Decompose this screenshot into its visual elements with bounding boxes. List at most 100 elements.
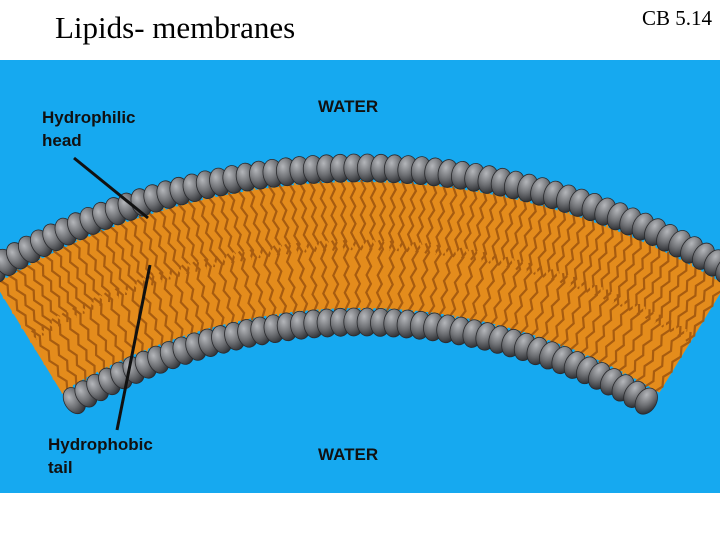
lipid-tail — [387, 180, 397, 252]
lipid-tail — [237, 190, 255, 260]
lipid-tail — [382, 180, 392, 251]
lipid-tail — [514, 264, 538, 333]
lipid-tail — [98, 294, 130, 360]
lipid-tail — [396, 180, 408, 252]
lipid-tail — [114, 287, 144, 354]
lipid-tail — [222, 192, 241, 263]
lipid-tail — [401, 241, 414, 313]
lipid-tail — [681, 278, 719, 340]
lipid-tail — [593, 296, 625, 362]
lipid-tail — [344, 179, 353, 251]
lipid-tail — [56, 315, 92, 379]
lipid-tail — [0, 279, 37, 341]
lipid-tail — [559, 216, 586, 284]
lipid-tail — [653, 260, 688, 324]
lipid-tail — [0, 284, 33, 343]
lipid-tail — [272, 245, 288, 316]
lipid-tail — [456, 188, 473, 259]
lipid-tail — [386, 240, 396, 312]
lipid-tail — [342, 239, 351, 311]
lipid-tail — [474, 191, 493, 262]
lipid-tail — [506, 199, 528, 269]
lipid-tail — [415, 182, 428, 254]
lipid-tail — [313, 241, 325, 312]
water-label-top: WATER — [318, 97, 378, 116]
lipid-tail — [635, 320, 672, 383]
lipid-tail — [465, 189, 483, 260]
lipid-tail — [370, 239, 379, 311]
lipid-tail — [509, 262, 533, 332]
lipid-tail — [175, 266, 199, 335]
lipid-tail — [82, 302, 115, 367]
lipid-tail — [261, 246, 277, 318]
lipid-tail — [329, 180, 339, 252]
lipid-tail — [412, 242, 425, 314]
lipid-tail — [203, 258, 225, 328]
lipid-tail — [303, 181, 315, 253]
lipid-tail — [427, 244, 442, 315]
lipid-tail — [257, 186, 273, 258]
lipid-tail — [474, 252, 494, 323]
lipid-tail — [75, 239, 107, 305]
slide-title: Lipids- membranes — [55, 10, 296, 45]
lipid-tail — [483, 193, 503, 264]
lipid-tail — [568, 219, 595, 287]
lipid-tail — [529, 269, 555, 337]
lipid-tail — [448, 247, 465, 318]
lipid-tail — [524, 204, 547, 273]
lipid-tail — [546, 211, 571, 280]
lipid-tail — [607, 303, 641, 368]
lipid-tail — [640, 253, 674, 318]
lipid-tail — [391, 240, 402, 312]
lipid-tail — [80, 236, 111, 303]
lipid-tail — [554, 278, 582, 346]
tail-pointer-line — [115, 264, 152, 431]
lipid-tail — [295, 242, 309, 314]
lipid-tail — [325, 240, 335, 312]
lipid-tail — [217, 193, 236, 264]
lipid-tail — [537, 208, 562, 277]
lipid-tail — [207, 196, 227, 266]
lipid-tail — [167, 206, 191, 275]
lipid-tail — [574, 287, 604, 353]
lipid-tail — [307, 241, 319, 313]
lipid-tail — [401, 181, 413, 252]
lipid-tail — [410, 181, 423, 253]
lipid-tail — [169, 267, 194, 336]
lipid-tail — [534, 271, 561, 339]
lipid-tail — [649, 328, 687, 391]
lipid-tail — [267, 185, 283, 256]
lipid-tail — [255, 247, 272, 318]
lipid-tail — [212, 194, 232, 265]
lipid-tail — [109, 225, 137, 292]
lipid-tail — [550, 213, 576, 281]
head-pointer-line — [73, 156, 149, 220]
lipid-tail — [35, 326, 73, 389]
lipid-tail — [458, 249, 477, 320]
lipid-tail — [197, 198, 218, 268]
lipid-tail — [406, 241, 419, 313]
lipid-tail — [103, 292, 135, 358]
lipid-tail — [644, 325, 682, 388]
lipid-tail — [549, 276, 577, 344]
lipid-tail — [87, 299, 120, 364]
lipid-tail — [128, 218, 155, 286]
lipid-tail — [227, 191, 246, 262]
lipid-tail — [442, 185, 458, 257]
lipid-tail — [528, 205, 552, 274]
lipid-tail — [104, 227, 133, 294]
lipid-tail — [52, 249, 86, 314]
lipid-tail — [419, 182, 433, 254]
lipid-tail — [359, 239, 367, 311]
lipid-tail — [284, 243, 298, 315]
lipid-tail — [38, 256, 73, 320]
lipid-tail — [497, 196, 518, 267]
lipid-tail — [133, 216, 159, 284]
lipid-tail — [197, 259, 220, 329]
lipid-tail — [611, 238, 642, 304]
lipid-tail — [460, 188, 478, 259]
lipid-tail — [594, 230, 624, 297]
lipid-tail — [489, 256, 510, 326]
lipid-tail — [187, 200, 209, 270]
lipid-tail — [339, 179, 348, 251]
